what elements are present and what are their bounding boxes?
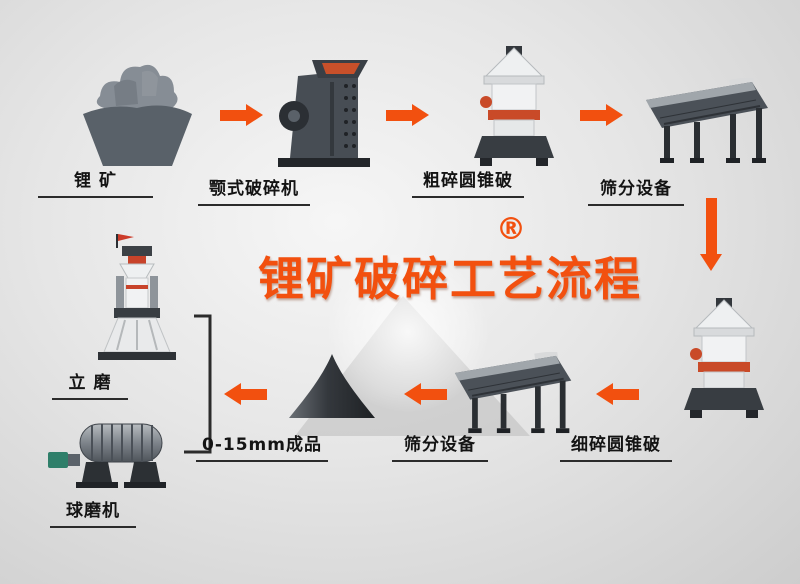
mills-bracket-connector xyxy=(184,314,212,454)
arrow-product-to-mills-icon xyxy=(224,383,267,405)
coarse-cone-crusher-icon xyxy=(474,46,554,166)
arrow-coarse-cone-to-screen-icon xyxy=(580,104,623,126)
registered-trademark-symbol: ® xyxy=(496,212,526,247)
jaw-crusher-icon xyxy=(278,60,370,167)
label-jaw-crusher: 颚式破碎机 xyxy=(198,174,310,206)
label-coarse-cone-crusher: 粗碎圆锥破 xyxy=(412,166,524,198)
diagram-title: 锂矿破碎工艺流程 xyxy=(258,252,642,306)
label-product: 0-15mm成品 xyxy=(196,430,328,462)
vibrating-screen-bottom-icon xyxy=(454,352,572,434)
label-screening-bottom: 筛分设备 xyxy=(392,430,488,462)
label-fine-cone-crusher: 细碎圆锥破 xyxy=(560,430,672,462)
arrow-screen-to-product-icon xyxy=(404,383,447,405)
vertical-mill-icon xyxy=(98,234,176,360)
label-lithium-ore: 锂 矿 xyxy=(38,166,153,198)
label-vertical-mill: 立 磨 xyxy=(52,368,128,400)
label-screening-top: 筛分设备 xyxy=(588,174,684,206)
arrow-screen-to-fine-cone-icon xyxy=(700,198,722,271)
vibrating-screen-top-icon xyxy=(646,78,768,163)
arrow-jaw-to-coarse-cone-icon xyxy=(386,104,429,126)
ball-mill-icon xyxy=(48,423,166,488)
lithium-ore-pile-icon xyxy=(83,64,192,166)
fine-cone-crusher-icon xyxy=(684,298,764,418)
arrow-ore-to-jaw-icon xyxy=(220,104,263,126)
arrow-fine-cone-to-screen-icon xyxy=(596,383,639,405)
product-pile-icon xyxy=(289,354,375,418)
label-ball-mill: 球磨机 xyxy=(50,496,136,528)
